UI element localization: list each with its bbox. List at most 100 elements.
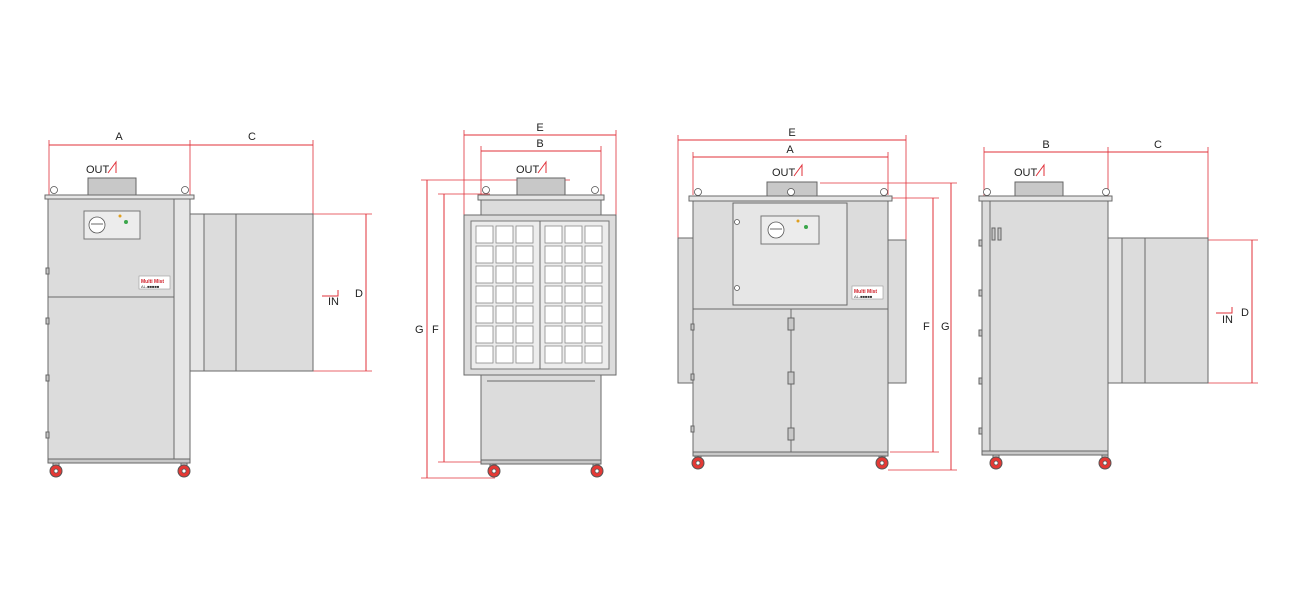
- inlet-box: [1121, 237, 1209, 384]
- in-arrow-view4: IN: [1216, 307, 1233, 326]
- filter-cell: [564, 265, 583, 284]
- filter-cell: [515, 265, 534, 284]
- label-a: A: [115, 131, 123, 143]
- filter-cell: [515, 245, 534, 264]
- caster-wheel: [875, 455, 889, 470]
- filter-cell: [495, 265, 514, 284]
- filter-cell: [564, 225, 583, 244]
- label-a: A: [786, 144, 794, 156]
- caster-wheel: [989, 454, 1003, 470]
- filter-cell: [544, 265, 563, 284]
- filter-cell: [515, 325, 534, 344]
- side-unit-right: [887, 239, 907, 384]
- filter-cell: [475, 245, 494, 264]
- caster-wheel: [49, 462, 63, 478]
- upper-door: [732, 202, 848, 306]
- label-d: D: [355, 288, 363, 300]
- out-arrow-view1: OUT: [86, 160, 117, 176]
- inlet-box: [203, 213, 314, 372]
- caster-wheel: [177, 462, 191, 478]
- out-arrow-view4: OUT: [1014, 163, 1045, 179]
- label-c: C: [248, 131, 256, 143]
- outlet-duct: [87, 177, 137, 197]
- dimension-a-view3: A: [692, 144, 889, 195]
- label-c: C: [1154, 139, 1162, 151]
- label-g: G: [941, 321, 950, 333]
- filter-cell: [564, 345, 583, 364]
- label-in: IN: [1222, 314, 1233, 326]
- svg-text:Multi Mist: Multi Mist: [141, 279, 164, 285]
- filter-cell: [544, 305, 563, 324]
- label-in: IN: [328, 296, 339, 308]
- caster-wheel: [590, 463, 604, 478]
- filter-cell: [544, 285, 563, 304]
- outlet-duct: [516, 177, 566, 197]
- filter-cell: [584, 265, 603, 284]
- filter-cell: [475, 305, 494, 324]
- dimension-e-view2: E: [463, 122, 617, 215]
- control-panel: [83, 210, 141, 240]
- filter-cell: [475, 325, 494, 344]
- filter-cell: [475, 225, 494, 244]
- dimension-d-view1: D: [313, 213, 372, 372]
- dimension-c-view1: C: [190, 131, 314, 214]
- filter-cell: [564, 325, 583, 344]
- dimension-e-view3: E: [677, 127, 907, 240]
- dimension-d-view4: D: [1208, 239, 1258, 384]
- dimension-a-view1: A: [48, 131, 191, 195]
- filter-cell: [584, 325, 603, 344]
- filter-cell: [584, 345, 603, 364]
- filter-cell: [495, 325, 514, 344]
- side-unit-left: [677, 237, 694, 384]
- filter-cell: [515, 305, 534, 324]
- filter-grid: [475, 225, 603, 364]
- gauge-icon: [767, 221, 785, 239]
- svg-text:AL-■■■■■: AL-■■■■■: [854, 294, 873, 299]
- view-1-front-with-inlet: A C D OUT IN: [44, 131, 372, 478]
- out-arrow-view3: OUT: [772, 163, 803, 179]
- label-d: D: [1241, 307, 1249, 319]
- filter-cell: [495, 345, 514, 364]
- gauge-icon: [88, 216, 106, 234]
- indicator-lamp-icon: [124, 220, 128, 224]
- label-b: B: [536, 138, 543, 150]
- filter-cell: [475, 285, 494, 304]
- brand-badge: Multi Mist AL-■■■■■: [851, 285, 884, 300]
- dimension-f-view3: F: [890, 197, 939, 453]
- filter-cell: [515, 345, 534, 364]
- eyebolt: [50, 186, 58, 194]
- filter-cell: [495, 285, 514, 304]
- filter-cell: [495, 305, 514, 324]
- lower-cabinet: [480, 374, 602, 461]
- label-e: E: [788, 127, 795, 139]
- caster-wheel: [1098, 454, 1112, 470]
- side-column: [173, 198, 191, 460]
- in-arrow-view1: IN: [322, 290, 339, 308]
- caster-wheel: [691, 455, 705, 470]
- filter-cell: [544, 345, 563, 364]
- filter-cell: [584, 285, 603, 304]
- filter-cell: [475, 265, 494, 284]
- label-f: F: [432, 324, 439, 336]
- filter-cell: [544, 325, 563, 344]
- eyebolt: [181, 186, 189, 194]
- filter-cell: [584, 305, 603, 324]
- filter-cell: [584, 245, 603, 264]
- cabinet-body: [981, 200, 1109, 452]
- view-3-front-view: E A F G OUT: [677, 127, 957, 471]
- filter-cell: [564, 285, 583, 304]
- brand-badge: Multi Mist AL-■■■■■: [138, 275, 171, 290]
- filter-cell: [515, 285, 534, 304]
- view-4-side-view: B C D OUT IN: [978, 139, 1258, 470]
- caster-wheel: [487, 463, 501, 478]
- filter-cell: [515, 225, 534, 244]
- label-g: G: [415, 324, 424, 336]
- filter-cell: [564, 245, 583, 264]
- top-plate: [44, 194, 195, 200]
- filter-cell: [544, 225, 563, 244]
- out-arrow-view2: OUT: [516, 160, 547, 176]
- filter-cell: [475, 345, 494, 364]
- filter-cell: [544, 245, 563, 264]
